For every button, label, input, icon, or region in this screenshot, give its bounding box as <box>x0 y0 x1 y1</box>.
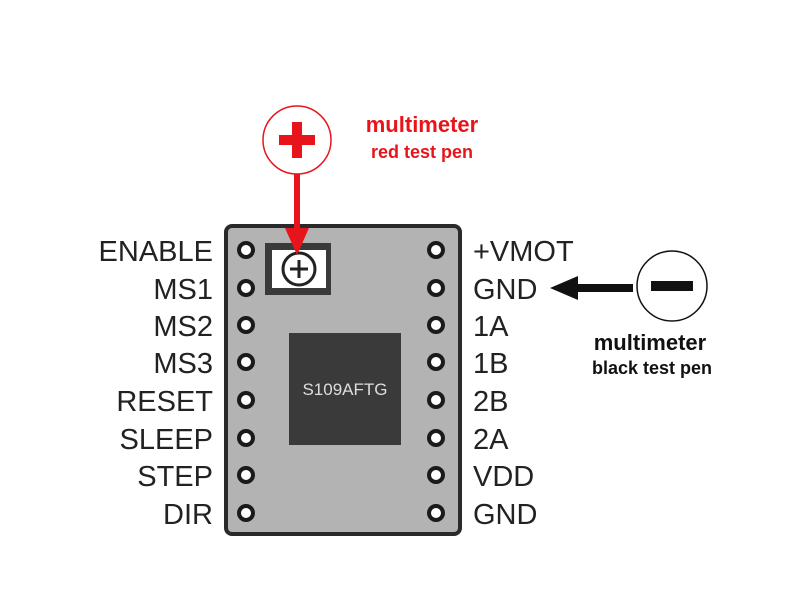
pin-label-vdd: VDD <box>473 461 534 493</box>
red-probe-caption-2: red test pen <box>371 142 473 162</box>
pin-hole <box>237 466 255 484</box>
pin-label-2a: 2A <box>473 424 509 456</box>
pin-hole <box>237 429 255 447</box>
arrow-down-icon <box>285 174 309 255</box>
pin-hole <box>427 429 445 447</box>
pin-hole <box>427 279 445 297</box>
pin-label-gnd-bottom: GND <box>473 499 537 531</box>
pin-hole <box>427 353 445 371</box>
pin-label-vmot: +VMOT <box>473 236 574 268</box>
pin-hole <box>427 391 445 409</box>
black-probe-caption-1: multimeter <box>594 330 707 355</box>
black-probe: multimeter black test pen <box>550 250 712 378</box>
red-probe: multimeter red test pen <box>262 105 479 255</box>
pin-hole <box>237 391 255 409</box>
minus-bar <box>651 281 693 291</box>
pin-label-ms1: MS1 <box>153 274 213 306</box>
pin-hole <box>237 316 255 334</box>
right-pin-holes <box>427 241 445 522</box>
pin-hole <box>427 504 445 522</box>
pin-label-dir: DIR <box>163 499 213 531</box>
pin-label-1a: 1A <box>473 311 509 343</box>
pin-hole <box>237 241 255 259</box>
potentiometer-icon <box>265 243 331 295</box>
plus-vertical <box>292 122 302 158</box>
pin-label-2b: 2B <box>473 386 508 418</box>
pin-label-reset: RESET <box>116 386 213 418</box>
left-pin-labels: ENABLE MS1 MS2 MS3 RESET SLEEP STEP DIR <box>99 236 214 531</box>
driver-board: S109AFTG <box>224 224 462 536</box>
pin-hole <box>427 241 445 259</box>
pin-hole <box>237 353 255 371</box>
black-probe-caption-2: black test pen <box>592 358 712 378</box>
left-pin-holes <box>237 241 255 522</box>
pin-hole <box>427 466 445 484</box>
pin-hole <box>237 279 255 297</box>
pin-label-gnd-top: GND <box>473 274 537 306</box>
pin-label-1b: 1B <box>473 348 508 380</box>
pin-label-ms2: MS2 <box>153 311 213 343</box>
pin-hole <box>237 504 255 522</box>
red-probe-caption-1: multimeter <box>366 112 479 137</box>
pin-label-sleep: SLEEP <box>120 424 214 456</box>
arrow-left-icon <box>550 276 633 300</box>
pin-label-ms3: MS3 <box>153 348 213 380</box>
pin-label-step: STEP <box>137 461 213 493</box>
pin-label-enable: ENABLE <box>99 236 213 268</box>
right-pin-labels: +VMOT GND 1A 1B 2B 2A VDD GND <box>473 236 574 531</box>
pin-hole <box>427 316 445 334</box>
chip-label: S109AFTG <box>302 380 387 399</box>
ic-chip <box>289 333 401 445</box>
